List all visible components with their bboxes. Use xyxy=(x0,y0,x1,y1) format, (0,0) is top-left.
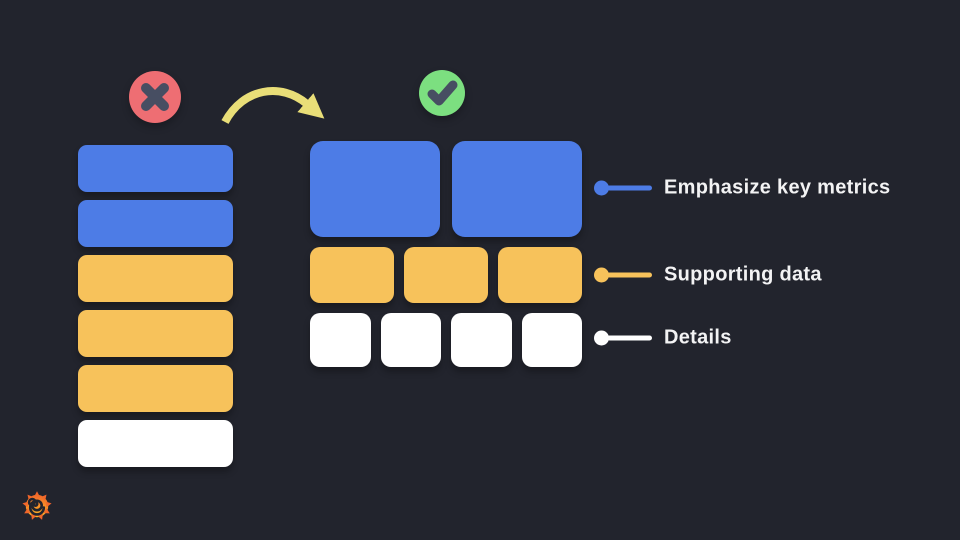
grid-row-supporting-data xyxy=(310,247,582,303)
legend-line xyxy=(607,335,652,341)
grid-panel-detail xyxy=(451,313,512,367)
stacked-panel-key-metric xyxy=(78,145,233,192)
grid-panel-detail xyxy=(310,313,371,367)
grid-row-key-metrics xyxy=(310,141,582,237)
grafana-logo-icon xyxy=(22,491,52,520)
stacked-panel-key-metric xyxy=(78,200,233,247)
stacked-panel-supporting xyxy=(78,310,233,357)
x-circle-icon xyxy=(129,71,181,123)
legend-dot-icon xyxy=(594,330,609,346)
grid-panel-supporting xyxy=(498,247,582,303)
legend-emphasize-key-metrics: Emphasize key metrics xyxy=(594,177,890,200)
check-circle-icon xyxy=(419,70,465,116)
legend-label: Emphasize key metrics xyxy=(664,176,891,199)
stacked-panel-supporting xyxy=(78,255,233,302)
legend-supporting-data: Supporting data xyxy=(594,264,822,287)
grid-panel-supporting xyxy=(404,247,488,303)
grid-panel-key-metric xyxy=(452,141,582,237)
logo-spikes xyxy=(22,491,52,520)
grid-panel-key-metric xyxy=(310,141,440,237)
grid-panel-detail xyxy=(521,313,582,367)
legend-line xyxy=(607,272,652,278)
grid-row-details xyxy=(310,313,582,367)
curved-arrow-icon xyxy=(221,87,325,125)
check-glyph xyxy=(427,80,458,106)
grid-panel-supporting xyxy=(310,247,394,303)
legend-line xyxy=(607,185,652,191)
legend-dot-icon xyxy=(594,267,609,283)
stacked-panel-supporting xyxy=(78,365,233,412)
legend-label: Details xyxy=(664,326,732,349)
grid-panel-detail xyxy=(380,313,441,367)
legend-label: Supporting data xyxy=(664,263,822,286)
legend-details: Details xyxy=(594,327,732,350)
good-layout-grid xyxy=(310,141,582,367)
legend-dot-icon xyxy=(594,180,609,196)
bad-layout-stack xyxy=(78,145,233,467)
stacked-panel-detail xyxy=(78,420,233,467)
x-glyph xyxy=(141,83,169,111)
